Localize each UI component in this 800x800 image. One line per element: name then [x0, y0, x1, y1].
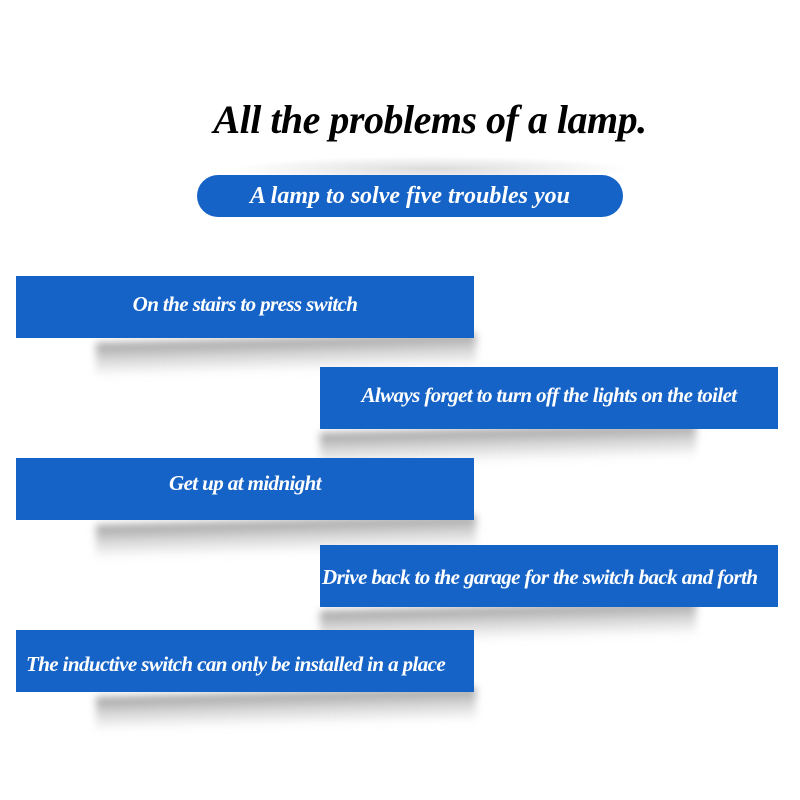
problem-banner-3: Get up at midnight [16, 458, 474, 520]
subtitle-banner: A lamp to solve five troubles you [197, 175, 623, 217]
item-shadow-5 [96, 687, 476, 731]
problem-label-1: On the stairs to press switch [132, 292, 358, 316]
problem-banner-1: On the stairs to press switch [16, 276, 474, 338]
problem-label-5: The inductive switch can only be install… [26, 652, 446, 676]
problem-banner-5: The inductive switch can only be install… [16, 630, 474, 692]
problem-label-4: Drive back to the garage for the switch … [322, 565, 758, 589]
problem-label-3: Get up at midnight [169, 471, 322, 495]
problem-banner-4: Drive back to the garage for the switch … [320, 545, 778, 607]
problem-banner-2: Always forget to turn off the lights on … [320, 367, 778, 429]
problem-label-2: Always forget to turn off the lights on … [361, 383, 737, 407]
page-title: All the problems of a lamp. [213, 97, 647, 142]
